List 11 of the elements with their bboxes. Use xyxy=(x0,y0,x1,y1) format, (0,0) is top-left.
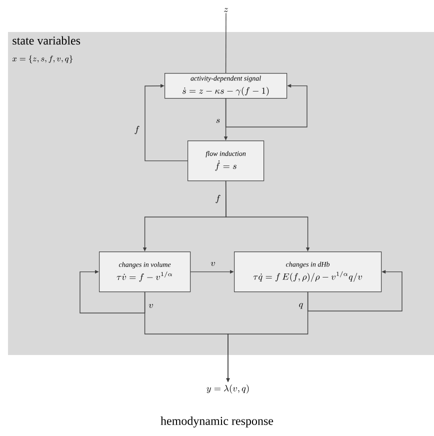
edge-label: $v$ xyxy=(210,262,215,266)
edge-label: $q$ xyxy=(299,303,303,309)
arrow xyxy=(144,84,188,162)
edge-label: $v$ xyxy=(148,304,153,308)
edge-label: $f$ xyxy=(134,126,140,134)
edge-label: $s$ xyxy=(216,118,220,124)
arrow xyxy=(80,270,146,314)
caption: hemodynamic response xyxy=(160,416,274,428)
edge-label: $f$ xyxy=(216,194,220,204)
input-label: $z$ xyxy=(224,8,228,12)
output-formula: $y = \lambda(v,q)$ xyxy=(206,384,249,394)
